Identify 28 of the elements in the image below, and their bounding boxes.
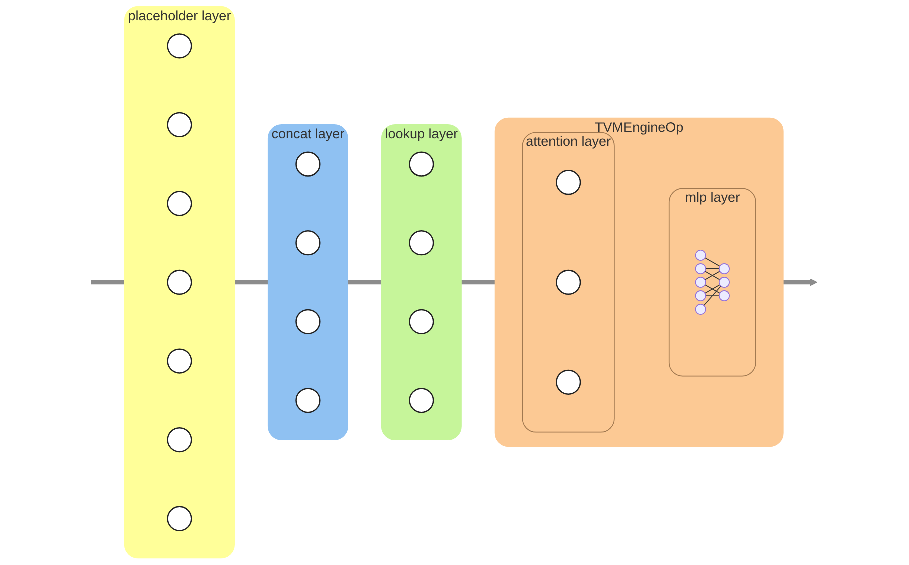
node-circle	[168, 34, 193, 59]
node-circle	[296, 230, 322, 256]
cluster: lookup layer	[382, 124, 462, 440]
node-circle	[409, 152, 435, 177]
node-circle	[409, 230, 435, 256]
connector	[234, 280, 269, 285]
connector	[348, 280, 382, 285]
node-circle	[168, 428, 193, 453]
connector	[462, 280, 496, 285]
node-circle	[168, 506, 193, 532]
node-circle	[168, 191, 193, 216]
node-circle	[296, 388, 322, 414]
node-circle	[409, 309, 435, 334]
node-circle	[556, 270, 582, 296]
cluster: concat layer	[268, 124, 349, 440]
cluster: placeholder layer	[124, 6, 236, 559]
node-circle	[296, 152, 322, 177]
connector	[91, 280, 126, 285]
node-circle	[168, 270, 193, 296]
node-circle	[168, 348, 193, 374]
node-circle	[556, 170, 582, 196]
node-circle	[296, 309, 322, 334]
node-circle	[556, 370, 582, 395]
cluster: attention layer	[522, 132, 616, 433]
arrow	[784, 278, 818, 286]
node-circle	[168, 112, 193, 138]
cluster: mlp layer	[669, 188, 757, 377]
node-circle	[409, 388, 435, 414]
